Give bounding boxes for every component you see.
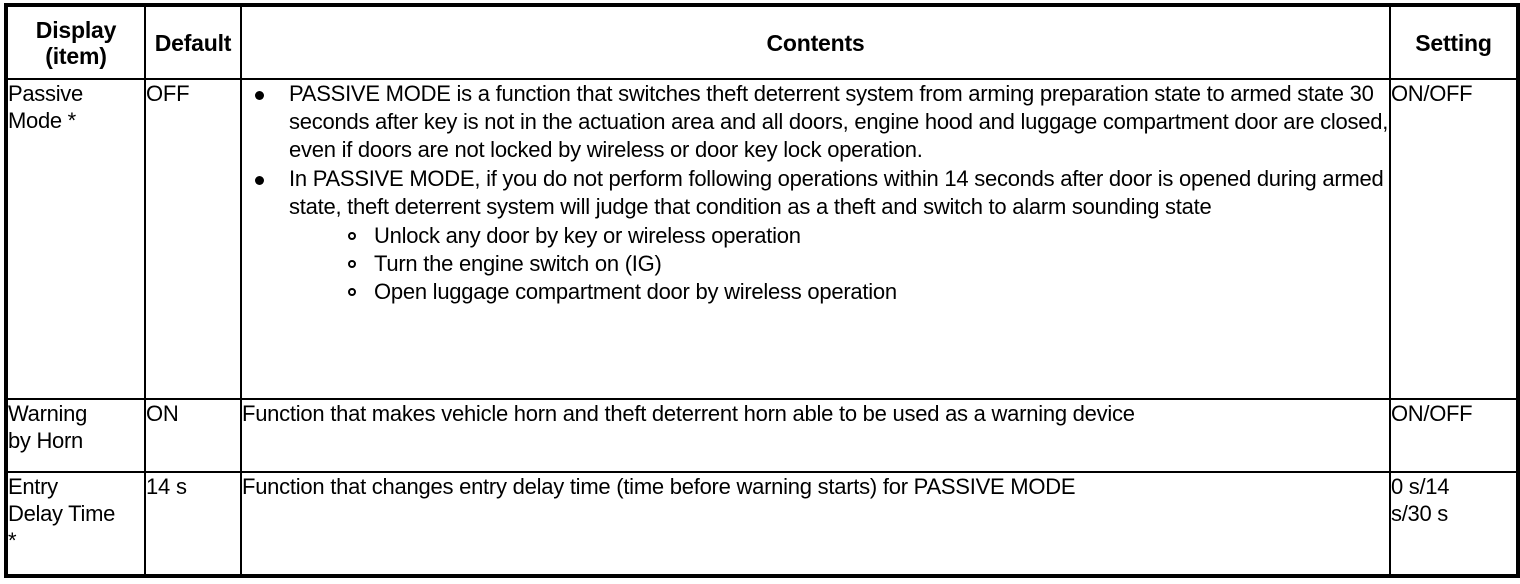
hollow-bullet-icon: [348, 232, 356, 240]
settings-specification-table: Display (item) Default Contents Setting …: [4, 3, 1520, 578]
sub-bullet-text: Open luggage compartment door by wireles…: [374, 279, 897, 304]
bullet-text: PASSIVE MODE is a function that switches…: [289, 81, 1389, 162]
column-header-default: Default: [144, 4, 242, 80]
row-default-warning-by-horn: ON: [144, 398, 242, 473]
row-contents-passive-mode: PASSIVE MODE is a function that switches…: [240, 78, 1391, 400]
list-item: In PASSIVE MODE, if you do not perform f…: [242, 165, 1389, 306]
table-row: Passive Mode * OFF PASSIVE MODE is a fun…: [5, 78, 1519, 400]
bullet-list: PASSIVE MODE is a function that switches…: [242, 80, 1389, 306]
list-item: Turn the engine switch on (IG): [345, 250, 1389, 278]
row-contents-warning-by-horn: Function that makes vehicle horn and the…: [240, 398, 1391, 473]
row-display-warning-by-horn: Warning by Horn: [5, 398, 146, 473]
filled-bullet-icon: [255, 176, 264, 185]
row-setting-warning-by-horn: ON/OFF: [1389, 398, 1519, 473]
column-header-display: Display (item): [5, 4, 146, 80]
list-item: Unlock any door by key or wireless opera…: [345, 222, 1389, 250]
row-display-passive-mode: Passive Mode *: [5, 78, 146, 400]
column-header-contents: Contents: [240, 4, 1391, 80]
row-display-entry-delay-time: Entry Delay Time *: [5, 471, 146, 577]
row-default-passive-mode: OFF: [144, 78, 242, 400]
hollow-bullet-icon: [348, 260, 356, 268]
row-setting-entry-delay-time: 0 s/14 s/30 s: [1389, 471, 1519, 577]
list-item: PASSIVE MODE is a function that switches…: [242, 80, 1389, 164]
row-default-entry-delay-time: 14 s: [144, 471, 242, 577]
hollow-bullet-icon: [348, 288, 356, 296]
sub-bullet-list: Unlock any door by key or wireless opera…: [289, 222, 1389, 306]
column-header-setting: Setting: [1389, 4, 1519, 80]
table-row: Warning by Horn ON Function that makes v…: [5, 398, 1519, 473]
row-setting-passive-mode: ON/OFF: [1389, 78, 1519, 400]
table-header-row: Display (item) Default Contents Setting: [5, 4, 1519, 80]
sub-bullet-text: Turn the engine switch on (IG): [374, 251, 662, 276]
filled-bullet-icon: [255, 91, 264, 100]
list-item: Open luggage compartment door by wireles…: [345, 278, 1389, 306]
row-contents-entry-delay-time: Function that changes entry delay time (…: [240, 471, 1391, 577]
sub-bullet-text: Unlock any door by key or wireless opera…: [374, 223, 801, 248]
bullet-text: In PASSIVE MODE, if you do not perform f…: [289, 166, 1384, 219]
table-row: Entry Delay Time * 14 s Function that ch…: [5, 471, 1519, 577]
